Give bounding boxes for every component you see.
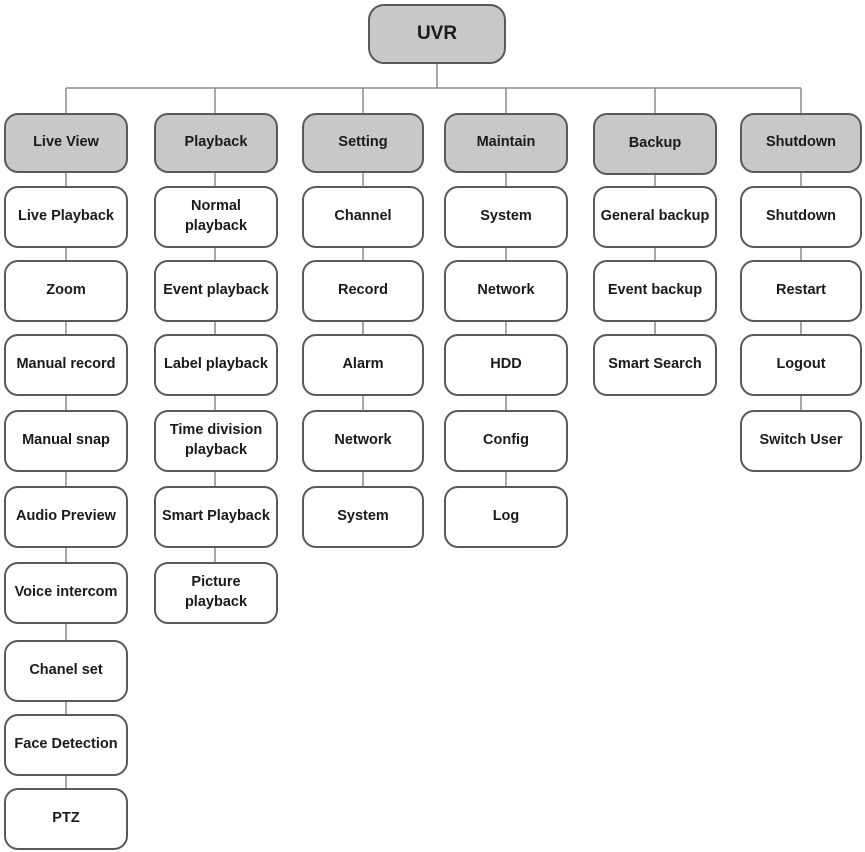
root-node-uvr: UVR xyxy=(368,4,506,64)
node-zoom: Zoom xyxy=(4,260,128,322)
category-maintain: Maintain xyxy=(444,113,568,173)
node-normal-playback: Normal playback xyxy=(154,186,278,248)
category-playback: Playback xyxy=(154,113,278,173)
node-voice-intercom: Voice intercom xyxy=(4,562,128,624)
node-maintain-network: Network xyxy=(444,260,568,322)
node-hdd: HDD xyxy=(444,334,568,396)
node-event-playback: Event playback xyxy=(154,260,278,322)
node-smart-search: Smart Search xyxy=(593,334,717,396)
category-backup: Backup xyxy=(593,113,717,175)
node-setting-network: Network xyxy=(302,410,424,472)
node-time-division-playback: Time division playback xyxy=(154,410,278,472)
node-face-detection: Face Detection xyxy=(4,714,128,776)
node-event-backup: Event backup xyxy=(593,260,717,322)
node-restart: Restart xyxy=(740,260,862,322)
node-shutdown: Shutdown xyxy=(740,186,862,248)
node-manual-snap: Manual snap xyxy=(4,410,128,472)
node-logout: Logout xyxy=(740,334,862,396)
node-ptz: PTZ xyxy=(4,788,128,850)
node-picture-playback: Picture playback xyxy=(154,562,278,624)
node-maintain-system: System xyxy=(444,186,568,248)
node-live-playback: Live Playback xyxy=(4,186,128,248)
node-smart-playback: Smart Playback xyxy=(154,486,278,548)
node-switch-user: Switch User xyxy=(740,410,862,472)
node-chanel-set: Chanel set xyxy=(4,640,128,702)
node-label-playback: Label playback xyxy=(154,334,278,396)
node-record: Record xyxy=(302,260,424,322)
node-manual-record: Manual record xyxy=(4,334,128,396)
node-setting-system: System xyxy=(302,486,424,548)
node-alarm: Alarm xyxy=(302,334,424,396)
category-shutdown: Shutdown xyxy=(740,113,862,173)
node-log: Log xyxy=(444,486,568,548)
node-channel: Channel xyxy=(302,186,424,248)
node-audio-preview: Audio Preview xyxy=(4,486,128,548)
category-setting: Setting xyxy=(302,113,424,173)
category-live-view: Live View xyxy=(4,113,128,173)
node-general-backup: General backup xyxy=(593,186,717,248)
node-config: Config xyxy=(444,410,568,472)
